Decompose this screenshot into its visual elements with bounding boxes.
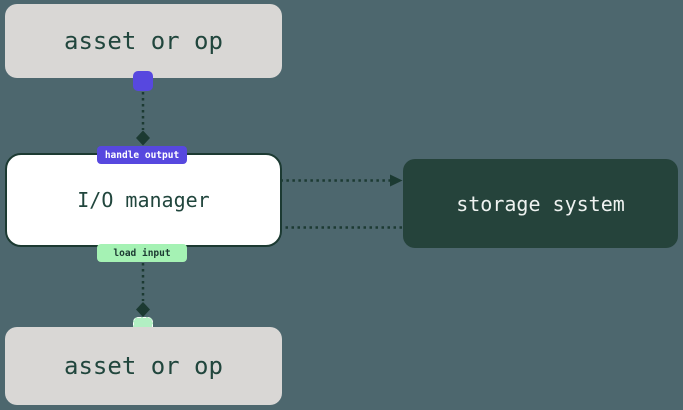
node-storage-system-label: storage system xyxy=(456,191,625,216)
node-asset-or-op-bottom: asset or op xyxy=(5,327,282,405)
edge-label-load-input: load input xyxy=(97,244,187,262)
diamond-marker-top-icon xyxy=(136,130,150,146)
edge-label-handle-output-text: handle output xyxy=(104,149,180,161)
node-io-manager-label: I/O manager xyxy=(77,188,210,212)
edge-label-load-input-text: load input xyxy=(113,247,171,259)
edge-label-handle-output: handle output xyxy=(97,146,187,164)
node-asset-or-op-top-label: asset or op xyxy=(64,27,223,55)
diamond-marker-bottom-icon xyxy=(136,302,150,317)
node-asset-or-op-top: asset or op xyxy=(5,4,282,78)
node-asset-or-op-bottom-label: asset or op xyxy=(64,352,223,380)
arrowhead-right-icon xyxy=(390,174,403,187)
node-storage-system: storage system xyxy=(403,159,678,248)
node-io-manager: I/O manager xyxy=(5,153,282,247)
output-port xyxy=(133,71,153,91)
